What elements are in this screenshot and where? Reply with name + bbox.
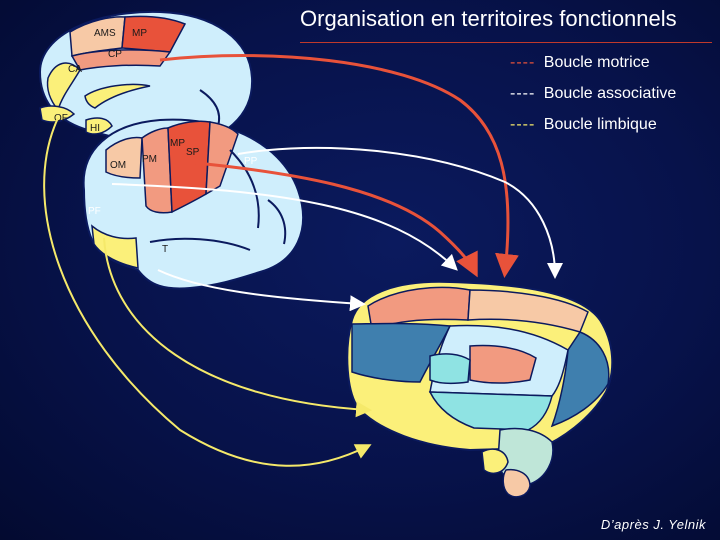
label-ams: AMS	[94, 28, 116, 39]
lateral-hemisphere: HI MP OM PM SP PP PF T	[82, 117, 304, 290]
motor-arrow-1	[185, 160, 478, 278]
label-pm: PM	[142, 154, 157, 165]
label-sp: SP	[186, 147, 200, 158]
of-area	[39, 105, 76, 123]
caudate-body	[351, 322, 452, 383]
label-mp-lateral: MP	[170, 138, 185, 149]
legend-motor-dash: ----	[510, 54, 536, 71]
label-ca: CA	[68, 64, 82, 75]
legend-associative-dash: ----	[510, 85, 536, 102]
label-pp: PP	[244, 156, 258, 167]
legend-associative-label: Boucle associative	[543, 85, 677, 102]
hi-area	[85, 117, 113, 135]
pallidum-associative	[429, 353, 471, 385]
label-pf: PF	[88, 206, 101, 217]
pm-area	[141, 127, 173, 214]
orbital-limbic-area	[91, 224, 139, 269]
projection-arrows	[43, 54, 563, 467]
associative-arrow-3	[157, 269, 366, 312]
legend-limbic-label: Boucle limbique	[543, 116, 657, 133]
credit: D’après J. Yelnik	[600, 517, 706, 532]
substantia-nigra	[502, 468, 531, 498]
limbic-arrow-2	[103, 237, 372, 418]
associative-arrow-1	[237, 146, 563, 279]
medial-sulcus	[199, 89, 220, 127]
lateral-sulcus-1	[229, 149, 260, 229]
legend-associative-loop: ---- Boucle associative	[510, 85, 676, 103]
label-mp-medial: MP	[132, 28, 147, 39]
mp-medial-area	[121, 15, 187, 53]
associative-arrow-2	[111, 183, 458, 271]
label-cp: CP	[108, 49, 122, 60]
striatum-associative	[467, 289, 589, 333]
pallidum-motor	[469, 344, 537, 384]
basal-ganglia-section	[346, 280, 614, 498]
legend-motor-loop: ---- Boucle motrice	[510, 54, 650, 72]
title-underline	[300, 42, 712, 43]
label-of: OF	[54, 113, 68, 124]
legend-limbic-loop: ---- Boucle limbique	[510, 116, 657, 134]
ca-area	[46, 62, 81, 112]
corpus-callosum-limbic	[84, 83, 151, 109]
ventral-area	[481, 448, 509, 475]
motor-arrow-2	[159, 54, 519, 278]
legend-motor-label: Boucle motrice	[543, 54, 650, 71]
label-t: T	[162, 244, 168, 255]
label-om: OM	[110, 160, 126, 171]
medial-hemisphere: AMS MP CP CA OF	[38, 10, 254, 145]
caudate-tail	[550, 331, 610, 428]
sp-area	[205, 121, 239, 196]
label-hi: HI	[90, 123, 100, 134]
limbic-arrow-1	[43, 117, 372, 467]
legend-limbic-dash: ----	[510, 116, 536, 133]
sylvian-fissure	[149, 237, 251, 251]
om-area	[105, 136, 143, 179]
slide-title: Organisation en territoires fonctionnels	[300, 6, 677, 31]
lateral-sulcus-2	[267, 199, 287, 245]
